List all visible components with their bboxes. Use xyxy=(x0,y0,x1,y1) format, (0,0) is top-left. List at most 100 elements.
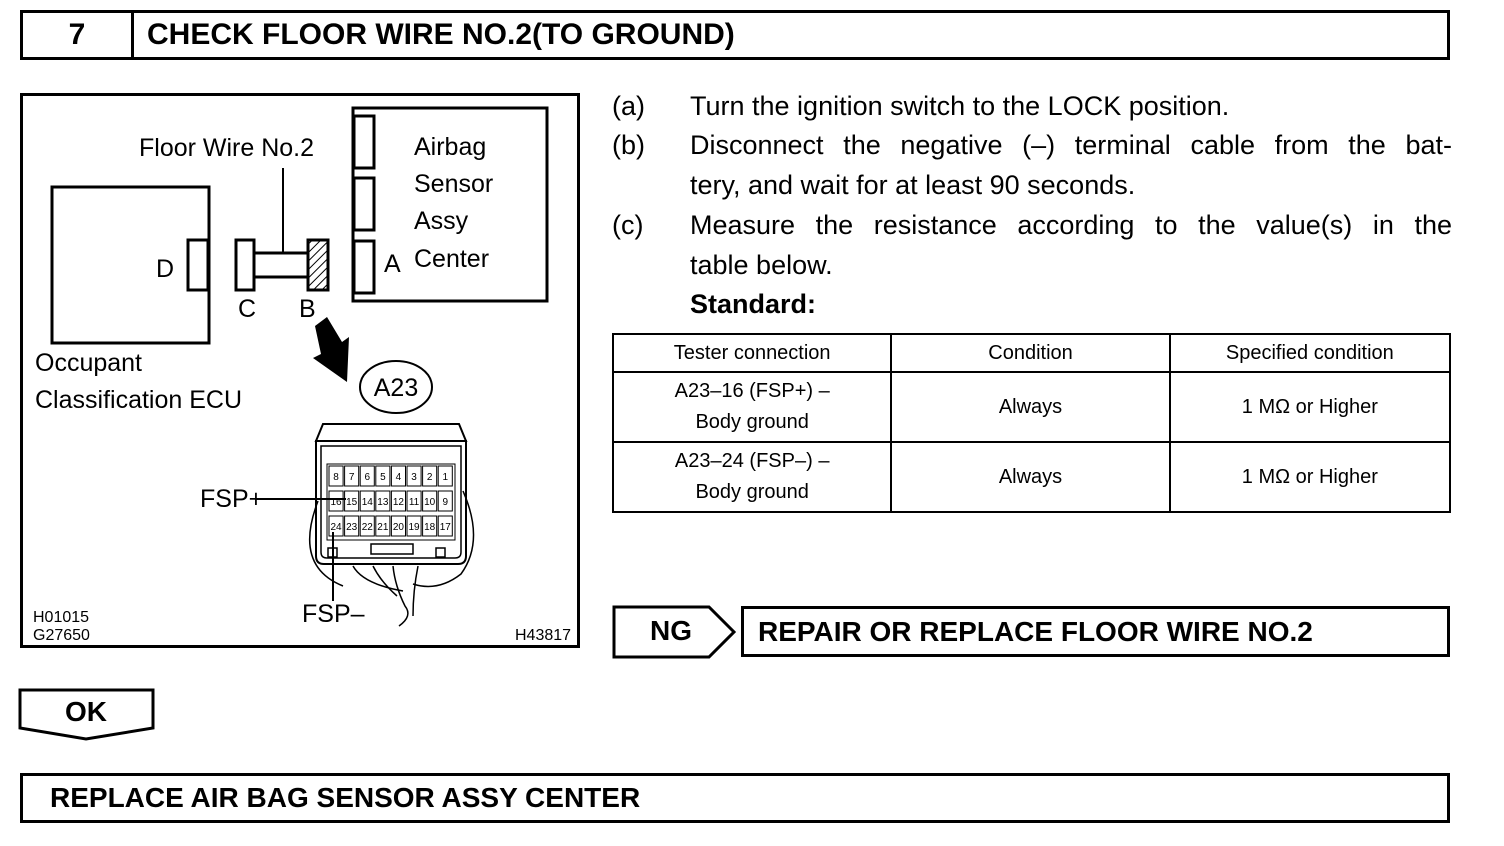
connector-code-badge xyxy=(359,360,433,414)
connector-pin xyxy=(359,465,375,487)
airbag-label-3: Assy xyxy=(414,207,469,235)
step-c-text-1: Measure the resistance according to the … xyxy=(690,210,1452,240)
ng-label: NG xyxy=(650,615,692,646)
step-number: 7 xyxy=(23,13,134,57)
connection-line-1: A23–16 (FSP+) – xyxy=(674,380,830,402)
table-cell-condition: Always xyxy=(890,371,1171,443)
connector-pin xyxy=(328,515,344,537)
connector-b xyxy=(306,238,330,292)
step-b-text-2: tery, and wait for at least 90 seconds. xyxy=(690,170,1136,200)
table-cell-condition: Always xyxy=(890,441,1171,513)
table-cell-connection: A23–16 (FSP+) – Body ground xyxy=(611,371,893,443)
connector-pin xyxy=(437,515,453,537)
connector-pin xyxy=(390,490,406,512)
step-b-text-1: Disconnect the negative (–) terminal cab… xyxy=(690,130,1452,160)
connector-pin-number: 4 xyxy=(396,472,402,483)
standard-label: Standard: xyxy=(690,289,817,319)
airbag-label-4: Center xyxy=(414,245,489,273)
connector-pin-number: 6 xyxy=(364,472,370,483)
ref-code-2: G27650 xyxy=(33,627,90,644)
connector-pin-number: 5 xyxy=(380,472,386,483)
connector-pin xyxy=(359,490,375,512)
airbag-label-2: Sensor xyxy=(414,170,493,198)
table-row: A23–16 (FSP+) – Body ground Always 1 MΩ … xyxy=(611,371,1452,443)
connection-line-1: A23–24 (FSP–) – xyxy=(674,450,830,472)
connector-pin-number: 1 xyxy=(442,472,448,483)
connector-pin-number: 13 xyxy=(377,497,389,508)
step-a-label: (a) xyxy=(612,91,645,121)
connector-pin xyxy=(390,515,406,537)
table-header-cell: Condition xyxy=(890,333,1171,373)
connection-line-2: Body ground xyxy=(695,481,809,503)
connector-pin-number: 21 xyxy=(377,522,389,533)
ecu-label-1: Occupant xyxy=(35,349,142,377)
fsp-plus-label: FSP+ xyxy=(200,485,263,513)
connector-pin xyxy=(344,515,360,537)
connector-pin xyxy=(344,465,360,487)
connector-pin xyxy=(422,465,438,487)
table-header-cell: Specified condition xyxy=(1168,333,1452,373)
terminal-c-label: C xyxy=(238,295,256,323)
ecu-box xyxy=(50,185,211,345)
fsp-minus-label: FSP– xyxy=(302,600,365,628)
connector-pin xyxy=(422,490,438,512)
table-header-cell: Tester connection xyxy=(611,333,893,373)
wiring-diagram: Airbag Sensor Assy Center A Floor Wire N… xyxy=(20,93,580,648)
connector-pin-number: 18 xyxy=(424,522,436,533)
floor-wire-body xyxy=(252,251,310,279)
wiring-diagram-svg: Airbag Sensor Assy Center A Floor Wire N… xyxy=(33,106,571,644)
ok-label: OK xyxy=(65,696,107,727)
connector-pin xyxy=(328,490,344,512)
connector-pin xyxy=(359,515,375,537)
connector-code: A23 xyxy=(374,374,418,402)
connector-pin xyxy=(406,490,422,512)
final-action: REPLACE AIR BAG SENSOR ASSY CENTER xyxy=(20,773,1450,823)
step-title: CHECK FLOOR WIRE NO.2(TO GROUND) xyxy=(147,18,735,51)
arrow-icon xyxy=(313,317,349,382)
connector-pin xyxy=(344,490,360,512)
airbag-label-1: Airbag xyxy=(414,133,486,161)
connector-pin-number: 3 xyxy=(411,472,417,483)
connector-pin xyxy=(375,515,391,537)
connector-pin xyxy=(390,465,406,487)
step-c-text-2: table below. xyxy=(690,250,833,280)
terminal-a-connector xyxy=(352,239,376,295)
connector-pin-number: 22 xyxy=(362,522,374,533)
connector-d xyxy=(186,238,210,292)
ok-arrow-shape xyxy=(18,688,155,741)
connector-pin-number: 12 xyxy=(393,497,405,508)
connector-pin-number: 19 xyxy=(408,522,420,533)
connector-pin-number: 24 xyxy=(330,522,342,533)
terminal-b-label: B xyxy=(299,295,316,323)
connector-pin-number: 7 xyxy=(349,472,355,483)
connector-pin-number: 15 xyxy=(346,497,358,508)
connector-pin xyxy=(437,490,453,512)
connector-pin-number: 10 xyxy=(424,497,436,508)
connector-pin xyxy=(328,465,344,487)
ref-code-1: H01015 xyxy=(33,609,89,626)
ng-arrow-shape xyxy=(612,605,737,659)
connector-pin-number: 9 xyxy=(442,497,448,508)
connector-pin-number: 8 xyxy=(333,472,339,483)
terminal-a-label: A xyxy=(384,250,401,278)
connector-pin-number: 16 xyxy=(330,497,342,508)
connection-line-2: Body ground xyxy=(695,411,809,433)
connector-pin-number: 11 xyxy=(409,497,420,508)
table-header-row: Tester connection Condition Specified co… xyxy=(611,333,1452,373)
connector-pin-number: 14 xyxy=(362,497,374,508)
connector-pin xyxy=(406,465,422,487)
table-cell-specified: 1 MΩ or Higher xyxy=(1168,371,1452,443)
step-c-label: (c) xyxy=(612,210,644,240)
table-cell-connection: A23–24 (FSP–) – Body ground xyxy=(611,441,893,513)
step-a-text: Turn the ignition switch to the LOCK pos… xyxy=(690,91,1230,121)
spec-table: Tester connection Condition Specified co… xyxy=(611,333,1452,513)
ng-action: REPAIR OR REPLACE FLOOR WIRE NO.2 xyxy=(741,606,1450,657)
step-header: 7 CHECK FLOOR WIRE NO.2(TO GROUND) xyxy=(20,10,1450,60)
connector-c xyxy=(234,238,256,292)
connector-pin-number: 17 xyxy=(440,522,452,533)
table-row: A23–24 (FSP–) – Body ground Always 1 MΩ … xyxy=(611,441,1452,513)
floor-wire-label: Floor Wire No.2 xyxy=(139,134,314,162)
table-cell-specified: 1 MΩ or Higher xyxy=(1168,441,1452,513)
connector-pin-number: 20 xyxy=(393,522,405,533)
